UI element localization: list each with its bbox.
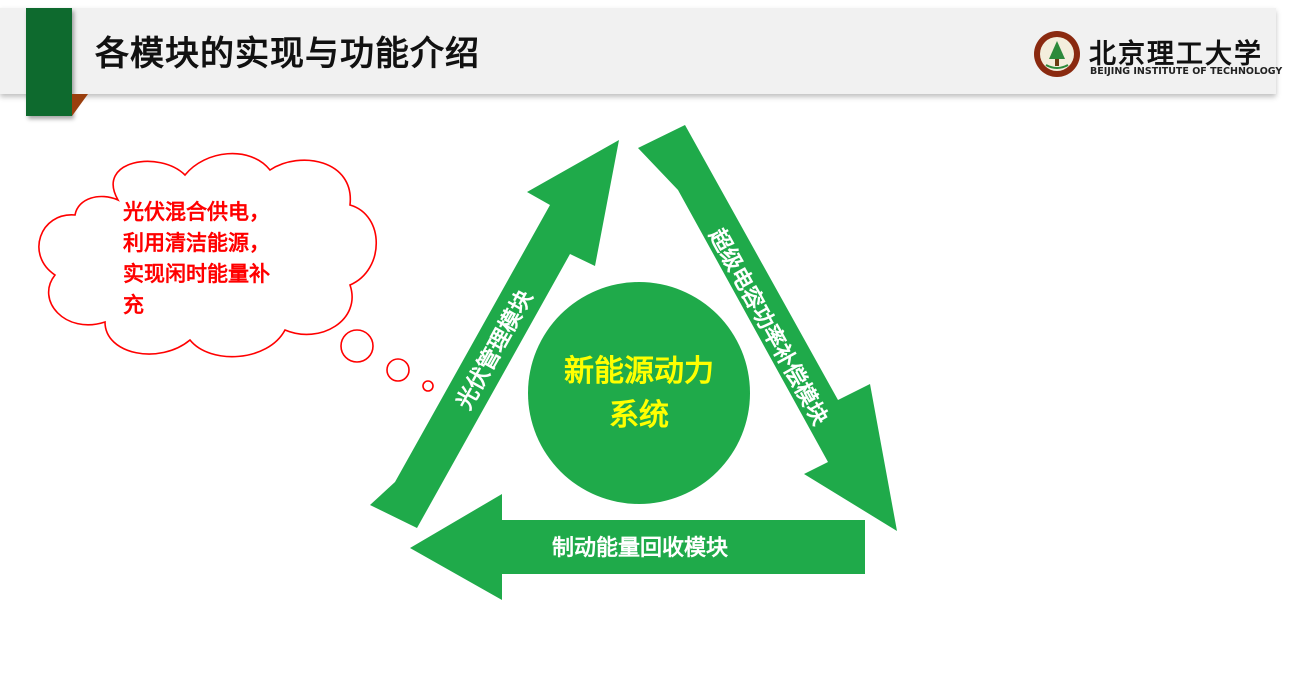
thought-cloud-text: 光伏混合供电， 利用清洁能源， 实现闲时能量补 充 [123,197,313,321]
thought-bubble-small [422,380,434,392]
center-circle [528,282,750,504]
university-emblem-icon [1034,31,1080,77]
arrow-right-module [638,125,897,531]
header-green-accent [26,8,72,116]
arrow-bottom-module [410,494,865,600]
cloud-line: 充 [123,293,144,317]
center-label: 新能源动力 系统 [528,350,750,438]
university-logo: 北京理工大学 BEIJING INSTITUTE OF TECHNOLOGY [1032,29,1282,81]
logo-english-name: BEIJING INSTITUTE OF TECHNOLOGY [1090,66,1283,77]
cloud-line: 实现闲时能量补 [123,262,270,286]
arrow-left-module [370,140,619,528]
center-label-line1: 新能源动力 [564,354,714,389]
cloud-line: 利用清洁能源， [123,231,270,255]
logo-chinese-name: 北京理工大学 [1089,39,1263,70]
thought-bubble-large [340,329,374,363]
page-title: 各模块的实现与功能介绍 [95,34,480,74]
thought-cloud [38,152,378,358]
center-label-line2: 系统 [609,398,669,433]
brake-energy-recovery-module-label: 制动能量回收模块 [551,536,729,561]
cloud-line: 光伏混合供电， [123,200,270,224]
thought-bubble-medium [386,358,410,382]
header-brown-accent [72,94,88,116]
